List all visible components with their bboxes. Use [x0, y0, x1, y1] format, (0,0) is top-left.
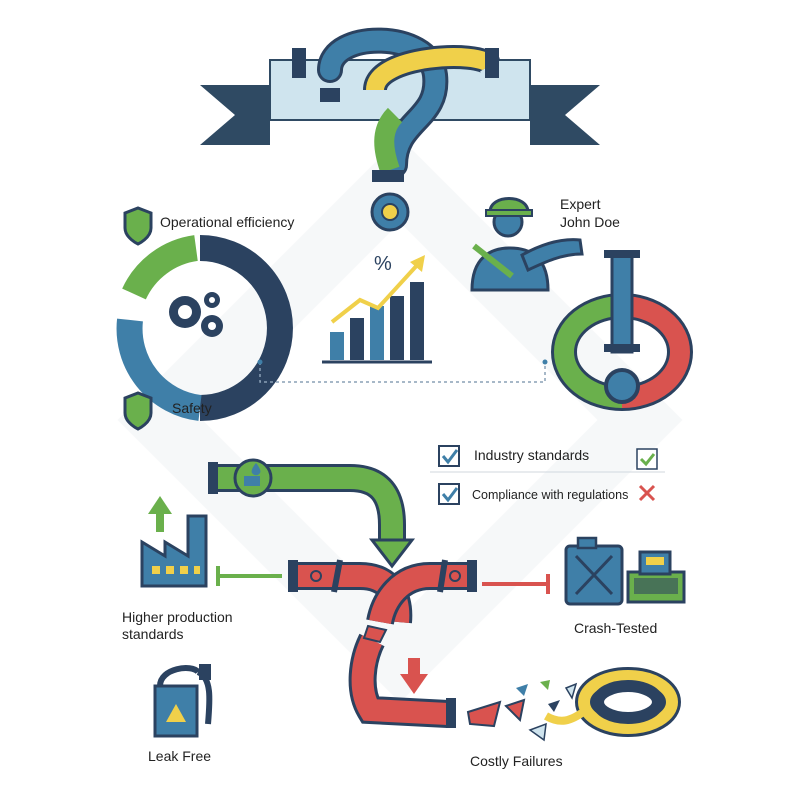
- broken-debris-icon: [516, 680, 578, 742]
- growth-bar-chart-icon: [322, 255, 432, 364]
- operational-efficiency-label: Operational efficiency: [160, 214, 295, 230]
- percent-label: %: [374, 253, 392, 275]
- factory-icon: [140, 496, 208, 588]
- gears-icon: [169, 292, 223, 337]
- red-connector: [482, 574, 550, 594]
- cross-mark-icon: [638, 484, 656, 502]
- checkbox-checked-icon: [438, 483, 460, 505]
- green-pipe-arrow-icon: [208, 458, 416, 569]
- fuel-pump-icon: [153, 664, 213, 738]
- check-mark-icon: [636, 448, 658, 470]
- efficiency-donut-icon: [116, 235, 293, 421]
- arrow-down-icon: [400, 658, 428, 694]
- standards-checklist: [430, 445, 665, 505]
- tester-device-icon: [626, 550, 686, 604]
- dashed-connector: [257, 359, 548, 383]
- pipe-ring-icon: [551, 250, 693, 411]
- question-mark-pipe-icon: [292, 27, 500, 182]
- shield-icon-efficiency: [123, 206, 153, 246]
- higher-production-label-line2: standards: [122, 626, 184, 642]
- question-mark-dot-icon: [370, 192, 410, 232]
- crash-tested-label: Crash-Tested: [574, 620, 658, 636]
- leak-free-label: Leak Free: [148, 748, 212, 764]
- compliance-label: Compliance with regulations: [472, 488, 629, 502]
- arrow-up-icon: [148, 496, 172, 532]
- safety-label: Safety: [172, 400, 212, 416]
- coiled-hose-icon: [544, 667, 681, 737]
- expert-worker-icon: [470, 197, 584, 292]
- costly-failures-label: Costly Failures: [470, 753, 563, 769]
- expert-title-label: Expert: [560, 196, 601, 212]
- green-connector: [216, 566, 282, 586]
- shield-icon-safety: [123, 391, 153, 431]
- industry-standards-label: Industry standards: [474, 447, 590, 463]
- higher-production-label-line1: Higher production: [122, 609, 233, 625]
- checkbox-checked-icon: [438, 445, 460, 467]
- red-pipe-network-icon: [288, 559, 526, 728]
- jerrycan-icon: [564, 536, 624, 606]
- expert-name-label: John Doe: [560, 214, 620, 230]
